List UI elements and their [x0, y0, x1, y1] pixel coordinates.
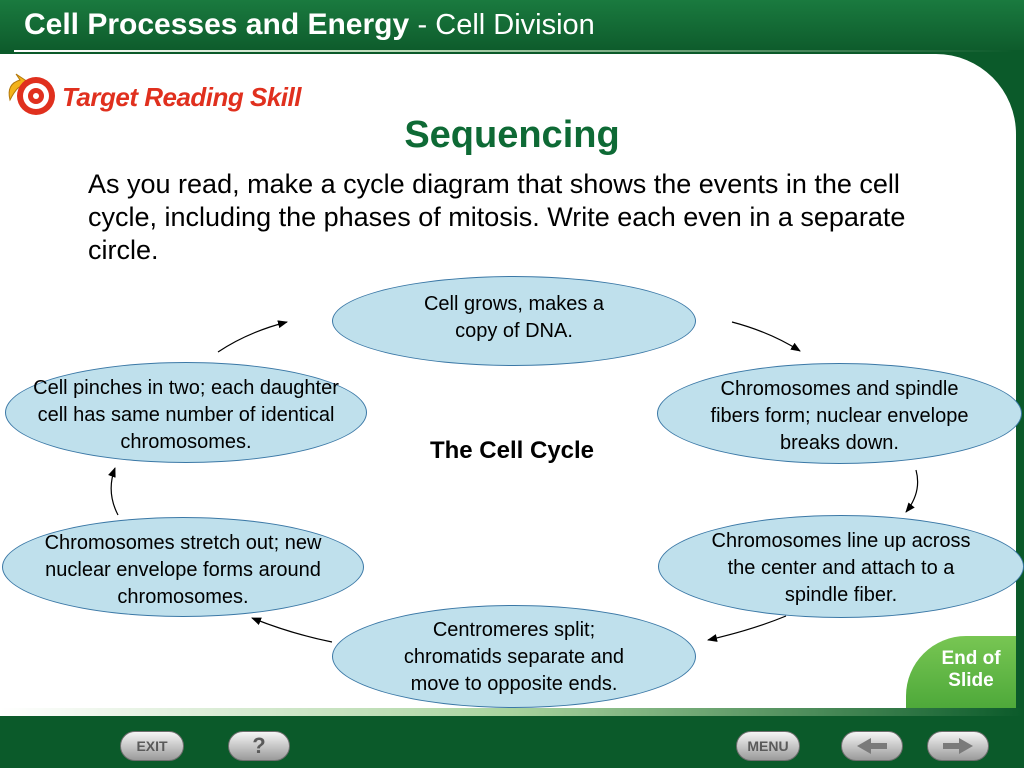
page-title: Cell Processes and Energy - Cell Divisio… — [24, 8, 595, 42]
end-of-slide-line2: Slide — [948, 670, 994, 691]
cycle-step-1: Cell grows, makes a copy of DNA. — [332, 276, 696, 366]
target-icon — [8, 73, 55, 115]
cycle-step-3: Chromosomes line up across the center an… — [658, 515, 1024, 618]
cycle-step-6: Cell pinches in two; each daughter cell … — [5, 362, 367, 463]
arrow-right-icon — [943, 738, 973, 754]
arrow-6-to-1 — [217, 320, 288, 353]
title-main: Cell Processes and Energy — [24, 8, 410, 41]
exit-button[interactable]: EXIT — [120, 731, 184, 761]
header-bar — [0, 0, 1024, 50]
arrow-4-to-5 — [251, 617, 333, 643]
next-slide-button[interactable] — [927, 731, 989, 761]
footer-divider — [0, 708, 1024, 716]
cycle-step-2: Chromosomes and spindle fibers form; nuc… — [657, 363, 1022, 464]
cycle-step-5: Chromosomes stretch out; new nuclear env… — [2, 517, 364, 617]
arrow-5-to-6 — [108, 467, 119, 516]
previous-slide-button[interactable] — [841, 731, 903, 761]
arrow-2-to-3 — [905, 469, 919, 513]
arrow-left-icon — [857, 738, 887, 754]
section-heading: Sequencing — [404, 114, 620, 156]
cycle-step-1-text: Cell grows, makes a copy of DNA. — [423, 293, 605, 342]
cycle-step-2-text: Chromosomes and spindle fibers form; nuc… — [710, 378, 969, 454]
end-of-slide-line1: End of — [941, 648, 1001, 669]
menu-button[interactable]: MENU — [736, 731, 800, 761]
cycle-step-4-text: Centromeres split; chromatids separate a… — [403, 619, 625, 695]
cycle-step-4: Centromeres split; chromatids separate a… — [332, 605, 696, 708]
badge-label: Target Reading Skill — [62, 82, 301, 112]
instructions-text: As you read, make a cycle diagram that s… — [88, 169, 906, 265]
help-button[interactable]: ? — [228, 731, 290, 761]
arrow-3-to-4 — [707, 615, 787, 642]
cycle-step-5-text: Chromosomes stretch out; new nuclear env… — [44, 532, 322, 608]
target-reading-skill-badge: Target Reading Skill — [4, 70, 364, 120]
cycle-step-3-text: Chromosomes line up across the center an… — [711, 530, 971, 606]
title-subtitle: - Cell Division — [417, 9, 595, 41]
cycle-step-6-text: Cell pinches in two; each daughter cell … — [33, 377, 339, 453]
diagram-center-label: The Cell Cycle — [429, 437, 595, 464]
header-divider — [14, 50, 1014, 52]
arrow-1-to-2 — [731, 321, 801, 352]
